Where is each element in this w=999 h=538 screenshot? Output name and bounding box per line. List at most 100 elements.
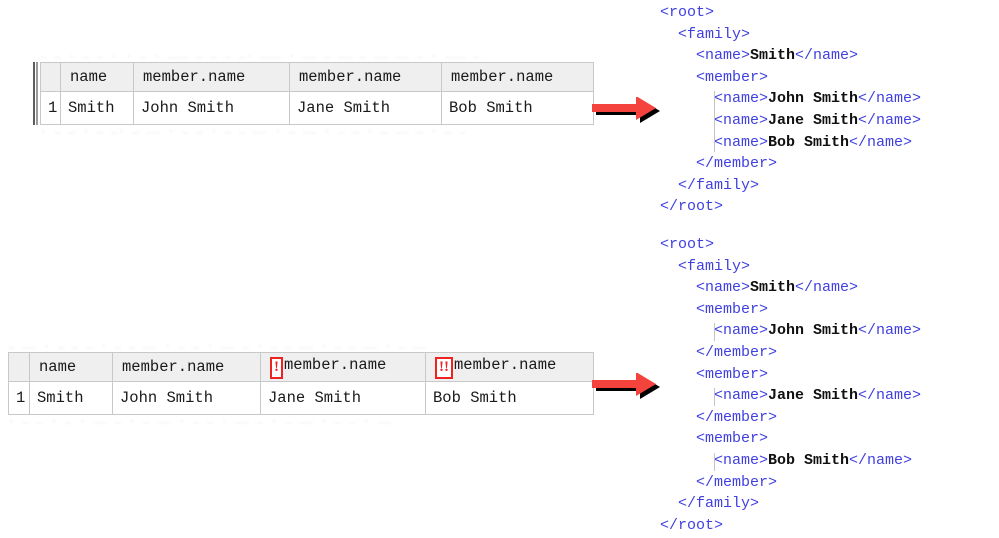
column-header-label: name bbox=[70, 68, 108, 86]
xml-tag: </root> bbox=[660, 198, 724, 216]
xml-text-value: Smith bbox=[750, 47, 796, 65]
column-header-0[interactable]: name bbox=[60, 62, 134, 92]
xml-text-value: John Smith bbox=[768, 90, 859, 108]
xml-tag: <family> bbox=[660, 25, 751, 43]
xml-tag: <name> bbox=[660, 451, 769, 469]
column-header-2[interactable]: member.name bbox=[289, 62, 442, 92]
xml-line: <member> bbox=[660, 67, 921, 89]
xml-tag: <root> bbox=[660, 236, 715, 253]
table-cell-2[interactable]: Jane Smith bbox=[260, 381, 426, 415]
indent-guide bbox=[714, 388, 715, 406]
xml-tag: <member> bbox=[660, 68, 769, 86]
indent-guide bbox=[714, 91, 715, 153]
xml-tag: </member> bbox=[660, 473, 778, 491]
row-number[interactable]: 1 bbox=[40, 91, 61, 125]
table-cell-1[interactable]: John Smith bbox=[133, 91, 290, 125]
table-cell-2[interactable]: Jane Smith bbox=[289, 91, 442, 125]
xml-tag: <member> bbox=[660, 300, 769, 318]
xml-tag: <member> bbox=[660, 365, 769, 383]
flattened-grid-flagged[interactable]: _ __ . _ _ _ . _ _ __ . _ _ . __ _ . _ _… bbox=[8, 339, 594, 426]
xml-line: </member> bbox=[660, 342, 921, 364]
column-header-3[interactable]: !!member.name bbox=[425, 352, 594, 382]
xml-tag: </name> bbox=[795, 47, 859, 65]
table-cell-3[interactable]: Bob Smith bbox=[441, 91, 594, 125]
ghost-row-below: . _ _ . _ . __ _ . _ __ . _ _ . __ _ . _… bbox=[8, 414, 392, 426]
xml-line: <member> bbox=[660, 299, 921, 321]
ghost-row-above: _ _ . _ _ . . _ . ___ _ _ _ _. ___ . __ … bbox=[40, 49, 481, 61]
rownum-corner bbox=[8, 352, 30, 382]
xml-tag: <root> bbox=[660, 4, 715, 21]
indent-guide bbox=[714, 453, 715, 471]
xml-line: <family> bbox=[660, 24, 921, 46]
xml-tag: </name> bbox=[849, 133, 913, 151]
xml-line: </member> bbox=[660, 407, 921, 429]
xml-line: <name>Bob Smith</name> bbox=[660, 450, 921, 472]
column-header-1[interactable]: member.name bbox=[133, 62, 290, 92]
xml-line: <member> bbox=[660, 364, 921, 386]
transform-arrow-bottom bbox=[592, 373, 660, 399]
table-cell-1[interactable]: John Smith bbox=[112, 381, 261, 415]
row-number[interactable]: 1 bbox=[8, 381, 30, 415]
warning-icon[interactable]: ! bbox=[270, 356, 283, 379]
xml-tag: </name> bbox=[858, 322, 922, 340]
column-header-label: member.name bbox=[122, 358, 225, 376]
ghost-row-above: _ __ . _ _ _ . _ _ __ . _ _ . __ _ . _ _… bbox=[8, 339, 427, 351]
xml-line: <name>John Smith</name> bbox=[660, 320, 921, 342]
xml-tag: </name> bbox=[858, 387, 922, 405]
xml-text-value: Bob Smith bbox=[768, 133, 850, 151]
xml-tag: <name> bbox=[660, 111, 769, 129]
xml-line: <name>Bob Smith</name> bbox=[660, 132, 921, 154]
table-header-row: name member.name member.name member.name bbox=[40, 62, 594, 92]
xml-tag: </root> bbox=[660, 516, 724, 534]
indent-guide bbox=[714, 323, 715, 341]
xml-tag: </member> bbox=[660, 155, 778, 173]
xml-tag: <name> bbox=[660, 47, 751, 65]
xml-text-value: Smith bbox=[750, 279, 796, 297]
xml-text-value: Jane Smith bbox=[768, 111, 859, 129]
xml-tag: <name> bbox=[660, 322, 769, 340]
column-header-label: member.name bbox=[299, 68, 402, 86]
xml-tag: <name> bbox=[660, 387, 769, 405]
warning-icon[interactable]: !! bbox=[435, 356, 453, 379]
flattened-grid-wide[interactable]: _ _ . _ _ . . _ . ___ _ _ _ _. ___ . __ … bbox=[32, 49, 594, 136]
xml-tag: <member> bbox=[660, 430, 769, 448]
column-header-0[interactable]: name bbox=[29, 352, 113, 382]
xml-line: </family> bbox=[660, 493, 921, 515]
xml-line: <name>Smith</name> bbox=[660, 277, 921, 299]
xml-line: </member> bbox=[660, 153, 921, 175]
xml-text-value: John Smith bbox=[768, 322, 859, 340]
xml-tag: <name> bbox=[660, 133, 769, 151]
xml-tag: </member> bbox=[660, 408, 778, 426]
xml-tag: </name> bbox=[849, 451, 913, 469]
xml-line: <name>Smith</name> bbox=[660, 45, 921, 67]
xml-line: <root> bbox=[660, 2, 921, 24]
xml-tag: </name> bbox=[795, 279, 859, 297]
xml-line: </root> bbox=[660, 515, 921, 537]
column-header-label: member.name bbox=[284, 355, 387, 374]
xml-output-multi-member: <root> <family> <name>Smith</name> <memb… bbox=[660, 234, 921, 536]
table-cell-0[interactable]: Smith bbox=[60, 91, 134, 125]
xml-line: </member> bbox=[660, 472, 921, 494]
column-header-label: member.name bbox=[454, 355, 557, 374]
xml-text-value: Bob Smith bbox=[768, 451, 850, 469]
xml-line: </root> bbox=[660, 196, 921, 218]
table-cell-3[interactable]: Bob Smith bbox=[425, 381, 594, 415]
xml-tag: </member> bbox=[660, 343, 778, 361]
table-cell-0[interactable]: Smith bbox=[29, 381, 113, 415]
column-header-2[interactable]: !member.name bbox=[260, 352, 426, 382]
column-header-1[interactable]: member.name bbox=[112, 352, 261, 382]
column-header-3[interactable]: member.name bbox=[441, 62, 594, 92]
xml-tag: </name> bbox=[858, 111, 922, 129]
xml-line: <root> bbox=[660, 234, 921, 256]
column-header-label: name bbox=[39, 358, 77, 376]
grid-left-gutter[interactable] bbox=[32, 62, 39, 125]
column-header-label: member.name bbox=[451, 68, 554, 86]
xml-line: <name>John Smith</name> bbox=[660, 88, 921, 110]
xml-tag: <name> bbox=[660, 90, 769, 108]
